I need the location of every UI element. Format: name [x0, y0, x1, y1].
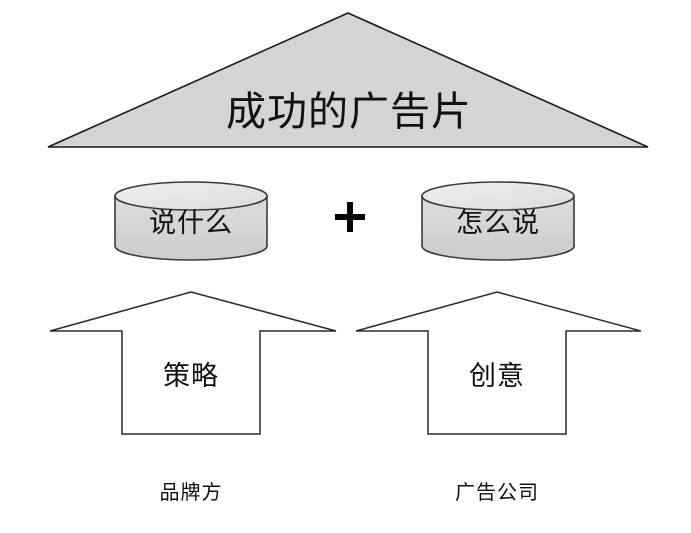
arrow-left-shape — [49, 291, 337, 435]
roof-triangle-shape — [47, 12, 649, 148]
plus-icon-vertical — [347, 202, 353, 232]
cylinder-left-top — [114, 181, 268, 211]
cylinder-right-body — [421, 195, 575, 261]
plus-operator-label: + — [337, 190, 364, 242]
arrow-right-group: 创意 — [355, 291, 642, 435]
arrow-right-label: 创意 — [469, 361, 525, 391]
arrow-right-shape — [355, 291, 642, 435]
cylinder-right-top — [421, 181, 575, 211]
arrow-left-group: 策略 — [49, 291, 337, 435]
cylinder-left-group: 说什么 — [114, 181, 268, 261]
plus-operator-group: + — [335, 190, 365, 242]
cylinder-right-group: 怎么说 — [421, 181, 575, 261]
arrow-left-label: 策略 — [163, 361, 219, 391]
caption-left: 品牌方 — [160, 481, 223, 504]
caption-right: 广告公司 — [455, 481, 539, 504]
cylinder-left-body — [114, 195, 268, 261]
cylinder-left-label: 说什么 — [149, 208, 233, 238]
roof-triangle-group: 成功的广告片 — [47, 12, 649, 148]
roof-label: 成功的广告片 — [226, 89, 472, 134]
cylinder-right-label: 怎么说 — [456, 208, 540, 238]
